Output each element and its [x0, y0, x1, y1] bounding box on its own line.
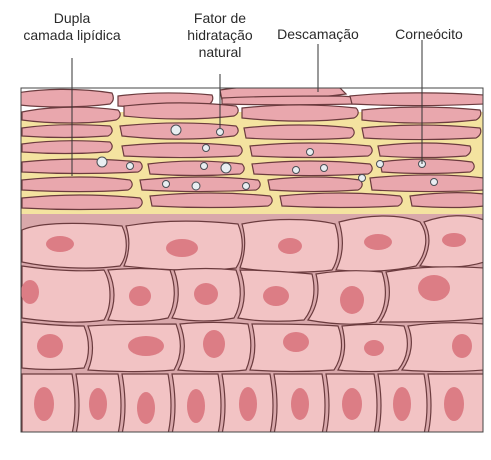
corneocyte — [362, 125, 481, 140]
nmf-granule — [243, 183, 250, 190]
nucleus — [393, 387, 411, 421]
nucleus — [129, 286, 151, 306]
nucleus — [444, 387, 464, 421]
corneocyte — [380, 159, 474, 174]
corneocyte — [22, 141, 112, 154]
nmf-granule — [221, 163, 231, 173]
nucleus — [89, 388, 107, 420]
nucleus — [137, 392, 155, 424]
corneocyte — [410, 193, 484, 208]
nmf-granule — [127, 163, 134, 170]
label-desquamation: Descamação — [262, 26, 374, 43]
nmf-granule — [201, 163, 208, 170]
corneocyte — [124, 103, 238, 119]
nucleus — [342, 388, 362, 420]
nucleus — [194, 283, 218, 305]
corneocyte — [252, 161, 372, 176]
nucleus — [278, 238, 302, 254]
corneocyte — [242, 105, 358, 121]
nucleus — [364, 340, 384, 356]
nmf-granule — [163, 181, 170, 188]
corneocyte — [244, 125, 354, 140]
corneocyte — [22, 125, 112, 138]
corneocyte — [362, 107, 481, 123]
corneocyte — [22, 177, 132, 192]
nmf-granule — [192, 182, 200, 190]
nucleus — [128, 336, 164, 356]
nucleus — [418, 275, 450, 301]
nucleus — [452, 334, 472, 358]
nmf-granule — [97, 157, 107, 167]
label-corneocyte: Corneócito — [380, 26, 478, 43]
corneocyte — [350, 93, 484, 106]
label-lipid-bilayer-line2: camada lipídica — [10, 27, 134, 44]
nucleus — [187, 389, 205, 423]
nucleus — [239, 387, 257, 421]
corneocyte — [122, 143, 242, 158]
corneocyte — [22, 195, 142, 210]
corneocyte — [370, 175, 484, 192]
label-nmf-line3: natural — [160, 44, 280, 61]
nucleus — [263, 286, 289, 306]
nmf-granule — [377, 161, 384, 168]
nmf-granule — [321, 165, 328, 172]
corneocyte — [268, 177, 362, 192]
nucleus — [37, 334, 63, 358]
corneocyte — [22, 159, 142, 174]
nucleus — [21, 280, 39, 304]
nucleus — [46, 236, 74, 252]
nucleus — [34, 387, 54, 421]
nucleus — [291, 388, 309, 420]
nmf-granule — [217, 129, 224, 136]
nmf-granule — [293, 167, 300, 174]
corneocyte — [150, 193, 272, 208]
label-lipid-bilayer-line1: Dupla — [10, 10, 134, 27]
corneocyte — [12, 89, 113, 107]
nucleus — [203, 330, 225, 358]
nmf-granule — [431, 179, 438, 186]
nucleus — [364, 234, 392, 250]
corneocyte — [280, 193, 402, 208]
nmf-granule — [359, 175, 366, 182]
nucleus — [340, 286, 364, 314]
nmf-granule — [307, 149, 314, 156]
nmf-granule — [203, 145, 210, 152]
label-lipid-bilayer: Dupla camada lipídica — [10, 10, 134, 44]
nucleus — [166, 239, 198, 257]
nucleus — [283, 332, 309, 352]
corneocyte — [22, 107, 120, 123]
nucleus — [442, 233, 466, 247]
label-nmf-line1: Fator de — [160, 10, 280, 27]
keratinocyte-cell — [22, 223, 126, 268]
nmf-granule — [171, 125, 181, 135]
corneocyte — [378, 143, 471, 158]
